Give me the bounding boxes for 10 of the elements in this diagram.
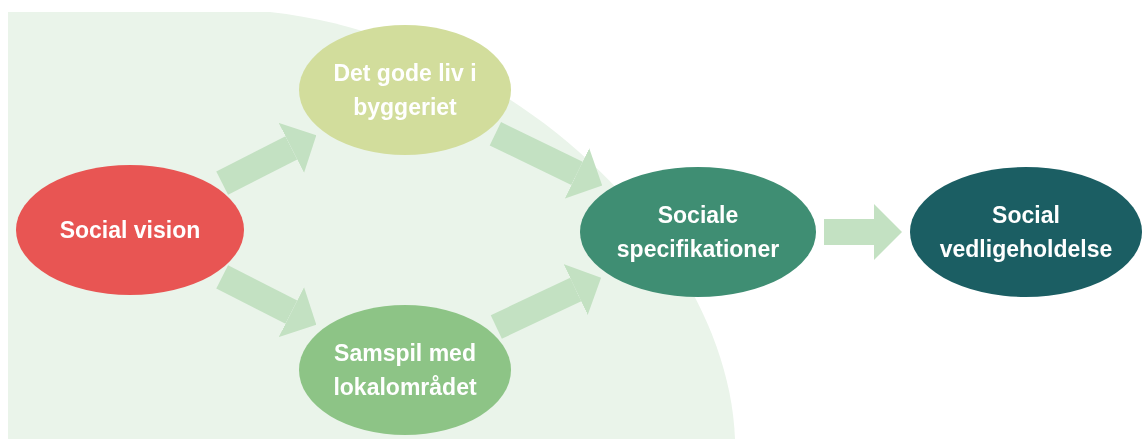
node-label: Sociale specifikationer xyxy=(615,200,781,264)
block-arrow xyxy=(489,122,603,199)
node-label: Social vedligeholdelse xyxy=(938,200,1114,264)
block-arrow xyxy=(216,122,317,195)
block-arrow xyxy=(824,204,902,260)
block-arrow xyxy=(490,264,602,339)
node-label: Samspil med lokalområdet xyxy=(332,338,478,402)
node-label: Social vision xyxy=(58,215,202,245)
block-arrow xyxy=(216,265,317,338)
node-label: Det gode liv i byggeriet xyxy=(332,58,478,122)
